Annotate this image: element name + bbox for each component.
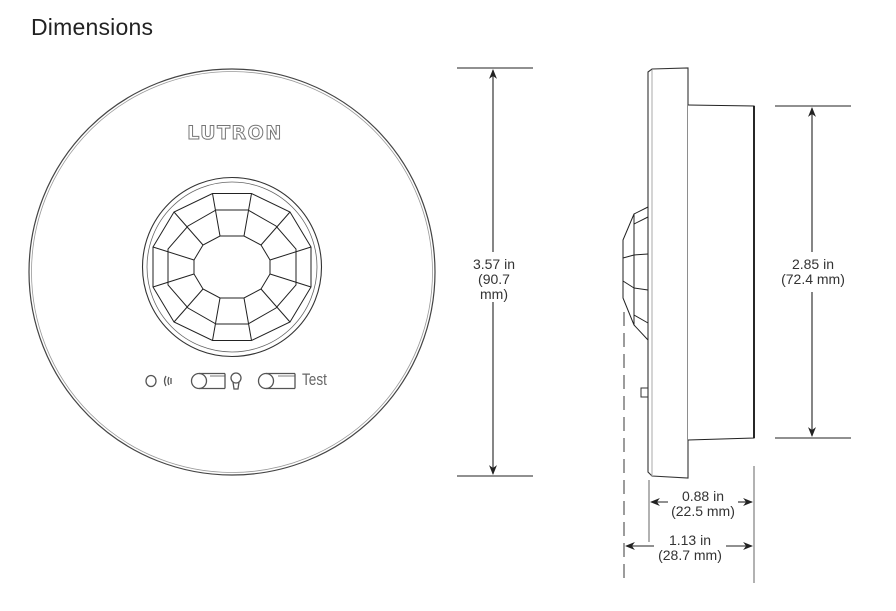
wireless-signal-icon [163,375,172,387]
body-depth-in: 0.88 in [681,488,725,504]
total-depth-in: 1.13 in [668,532,712,548]
sensor-lens [141,176,323,358]
body-diameter-mm: (72.4 mm) [781,271,845,287]
test-button-label: Test [302,370,327,389]
body-diameter-dimension [775,105,851,439]
body-depth-mm: (22.5 mm) [671,503,735,519]
diameter-in: 3.57 in [472,256,516,272]
diameter-label: 3.57 in (90.7 mm) [464,257,524,302]
toggle-switch-icon [257,372,296,390]
diameter-mm: (90.7 mm) [478,271,510,302]
front-view [28,67,533,477]
diameter-dimension [457,67,533,477]
total-depth-mm: (28.7 mm) [658,547,722,563]
side-view [622,67,851,583]
toggle-switch-icon [190,372,226,390]
total-depth-label: 1.13 in (28.7 mm) [654,533,726,563]
body-diameter-in: 2.85 in [791,256,835,272]
outer-plate [28,68,436,476]
light-bulb-icon [230,372,242,390]
body-diameter-label: 2.85 in (72.4 mm) [776,257,850,287]
led-indicator-icon [145,374,157,388]
page-title: Dimensions [31,14,154,40]
control-row [145,372,296,390]
brand-logo: LUTRON [187,122,283,145]
body-depth-label: 0.88 in (22.5 mm) [668,489,738,519]
